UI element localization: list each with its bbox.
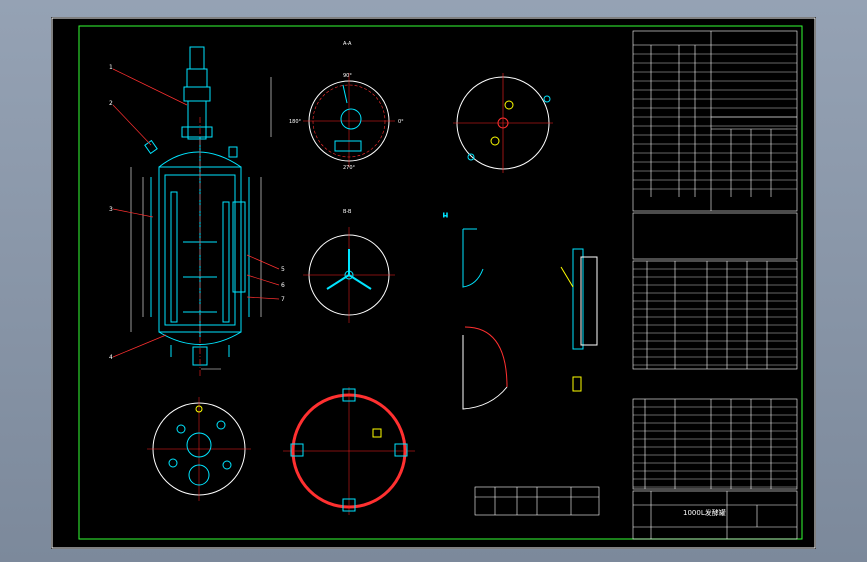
section-c-c [283,387,415,515]
inner-frame [78,25,803,540]
section-a-a: A-A 90° 0° 180° 270° [289,41,404,171]
detail-i-i-label: I-I [443,213,448,219]
callout-5: 5 [281,266,285,273]
section-b-b-label: B-B [343,209,352,215]
drawing-title: 1000L发酵罐 [683,508,726,517]
section-a-a-label: A-A [343,41,352,47]
callout-6: 6 [281,282,285,289]
sheet-border [51,17,816,549]
top-view [453,73,553,173]
drawing-svg: 1 2 3 4 5 6 7 A-A 90° 0° 180° [51,17,816,549]
aa-angle-bottom: 270° [343,165,356,171]
section-b-b: B-B [303,209,395,323]
drawing-canvas[interactable]: 1 2 3 4 5 6 7 A-A 90° 0° 180° [51,17,816,549]
bottom-plan [147,397,251,501]
callout-2: 2 [109,100,113,107]
aa-angle-left: 180° [289,119,302,125]
table-row-lines [633,53,797,488]
elevation-callouts: 1 2 3 4 5 6 7 [109,64,285,361]
leader-lines [112,68,280,358]
callout-1: 1 [109,64,113,71]
callout-4: 4 [109,354,113,361]
detail-i-i: I-I [443,213,598,410]
motor [189,46,205,70]
aa-angle-top: 90° [343,73,352,79]
callout-7: 7 [281,296,285,303]
aa-angle-right: 0° [398,119,404,125]
callout-3: 3 [109,206,113,213]
vessel-elevation [130,46,272,370]
technical-tables [474,30,798,540]
